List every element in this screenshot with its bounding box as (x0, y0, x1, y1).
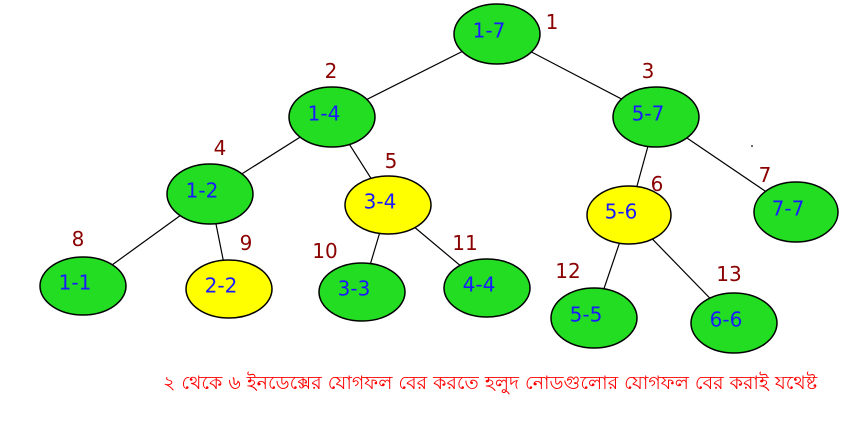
node-index-label: 5 (385, 149, 398, 173)
node-range-label: 5-6 (605, 200, 638, 224)
node-ellipse (612, 86, 700, 148)
node-index-label: 6 (651, 172, 664, 196)
caption-text: ২ থেকে ৬ ইনডেক্সের যোগফল বের করতে হলুদ ন… (163, 372, 818, 394)
node-range-label: 7-7 (772, 197, 805, 221)
node-range-label: 1-2 (186, 179, 219, 203)
tree-node-10: 3-3 (318, 262, 406, 322)
tree-node-6: 5-6 (586, 185, 672, 245)
node-ellipse (39, 256, 127, 316)
tree-node-1: 1-7 (453, 3, 541, 65)
node-index-label: 2 (325, 59, 338, 83)
tree-node-7: 7-7 (753, 181, 839, 243)
tree-node-3: 5-7 (612, 86, 700, 148)
tree-node-4: 1-2 (166, 163, 254, 225)
tree-nodes: 1-7 1-4 5-7 1-2 3-4 5-6 7-7 1-1 2-2 3-3 4-4 5-5 6-6 (39, 3, 839, 354)
tree-node-12: 5-5 (550, 287, 638, 349)
tree-node-8: 1-1 (39, 256, 127, 316)
node-range-label: 5-5 (570, 303, 603, 327)
node-ellipse (690, 292, 778, 354)
node-index-label: 4 (214, 136, 227, 160)
tree-node-13: 6-6 (690, 292, 778, 354)
node-index-label: 1 (546, 10, 559, 34)
node-index-label: 11 (452, 231, 477, 255)
node-index-label: 13 (716, 262, 741, 286)
node-range-label: 6-6 (710, 308, 743, 332)
node-ellipse (443, 258, 531, 318)
node-index-label: 3 (642, 59, 655, 83)
node-ellipse (586, 185, 672, 245)
tree-node-5: 3-4 (344, 175, 432, 235)
node-ellipse (550, 287, 638, 349)
node-index-label: 10 (312, 239, 337, 263)
node-range-label: 4-4 (463, 273, 496, 297)
node-ellipse (318, 262, 406, 322)
tree-node-11: 4-4 (443, 258, 531, 318)
node-index-label: 12 (555, 259, 580, 283)
node-range-label: 2-2 (205, 274, 238, 298)
node-ellipse (185, 259, 273, 319)
node-index-label: 9 (240, 231, 253, 255)
node-range-label: 1-4 (308, 102, 341, 126)
node-range-label: 5-7 (632, 102, 665, 126)
node-ellipse (344, 175, 432, 235)
node-ellipse (753, 181, 839, 243)
node-index-label: 7 (759, 163, 772, 187)
node-ellipse (453, 3, 541, 65)
tree-node-2: 1-4 (288, 86, 376, 148)
node-range-label: 1-7 (473, 19, 506, 43)
node-range-label: 3-3 (338, 277, 371, 301)
node-range-label: 3-4 (364, 190, 397, 214)
node-range-label: 1-1 (59, 271, 92, 295)
node-ellipse (288, 86, 376, 148)
node-index-label: 8 (72, 227, 85, 251)
stray-dot (751, 145, 753, 147)
tree-node-9: 2-2 (185, 259, 273, 319)
node-ellipse (166, 163, 254, 225)
